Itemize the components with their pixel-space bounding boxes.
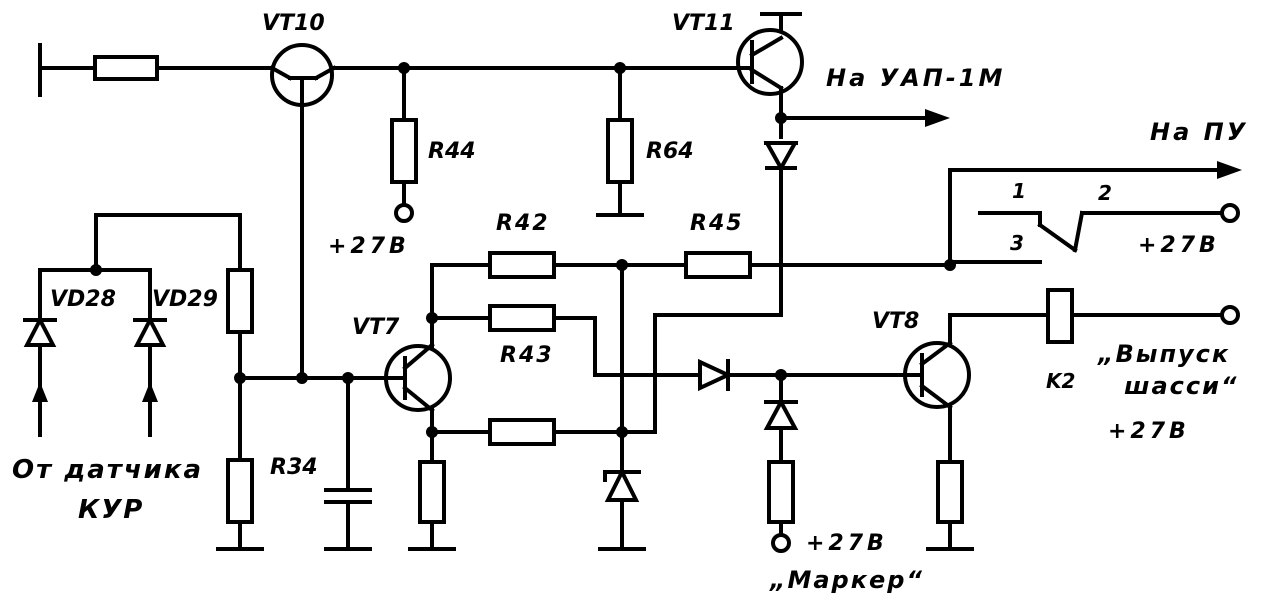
resistor-r34	[226, 458, 254, 524]
label-switch-1: 1	[1012, 179, 1026, 203]
label-na-pu: На ПУ	[1150, 118, 1248, 146]
label-r64: R64	[646, 139, 694, 164]
label-k2: K2	[1046, 369, 1075, 393]
resistor-r45	[684, 251, 752, 279]
label-shassi: шасси“	[1124, 372, 1238, 400]
label-vt8: VT8	[872, 309, 919, 334]
label-r44: R44	[428, 139, 476, 164]
relay-k2	[1046, 288, 1074, 344]
transistor-vt8	[903, 340, 971, 410]
label-r42: R42	[496, 211, 550, 236]
label-vt10: VT10	[262, 11, 325, 36]
label-ot-datchika: От датчика	[12, 455, 203, 485]
top-left-ground	[38, 43, 97, 97]
resistor-r42	[488, 251, 556, 279]
diode-vd29	[133, 315, 167, 347]
label-r43: R43	[500, 343, 554, 368]
resistor-r44	[390, 118, 418, 184]
label-r45: R45	[690, 211, 744, 236]
transistor-vt7	[384, 342, 452, 413]
resistor-marker	[767, 460, 795, 524]
diode-vd28	[23, 315, 57, 347]
label-vypusk: „Выпуск	[1097, 340, 1230, 368]
arrow-uap	[925, 109, 950, 127]
label-plus27-r44: +27В	[328, 234, 410, 259]
label-switch-2: 2	[1098, 181, 1112, 205]
resistor-vt8-emitter	[936, 460, 964, 524]
resistor-r43	[488, 304, 556, 332]
label-switch-3: 3	[1010, 231, 1024, 255]
label-plus27-vypusk: +27В	[1108, 419, 1190, 444]
label-r34: R34	[270, 455, 318, 480]
zener-diode	[603, 467, 641, 502]
terminal-vypusk	[1220, 305, 1240, 325]
diode-marker	[763, 397, 799, 430]
resistor-r64	[606, 118, 634, 184]
label-vd28: VD28	[50, 287, 116, 312]
diode-vt11	[763, 141, 799, 173]
diode-horizontal	[698, 358, 733, 392]
resistor-vt7-emitter	[418, 460, 446, 524]
label-vt7: VT7	[352, 315, 400, 340]
resistor-left-upper	[226, 268, 254, 334]
terminal-plus27-switch	[1220, 203, 1240, 223]
arrow-pu	[1217, 161, 1242, 179]
terminal-marker	[771, 533, 791, 553]
terminal-plus27-r44	[394, 203, 414, 223]
label-plus27-marker: +27В	[806, 531, 888, 556]
label-vt11: VT11	[672, 11, 735, 36]
transistor-vt11	[736, 12, 804, 96]
transistor-vt10	[269, 43, 337, 107]
input-resistor	[93, 55, 159, 81]
resistor-bottom	[488, 418, 556, 446]
label-plus27-switch: +27В	[1138, 233, 1220, 258]
label-vd29: VD29	[152, 287, 218, 312]
label-na-uap: На УАП-1М	[826, 64, 1005, 92]
label-marker: „Маркер“	[769, 566, 924, 594]
label-kur: КУР	[78, 495, 144, 525]
